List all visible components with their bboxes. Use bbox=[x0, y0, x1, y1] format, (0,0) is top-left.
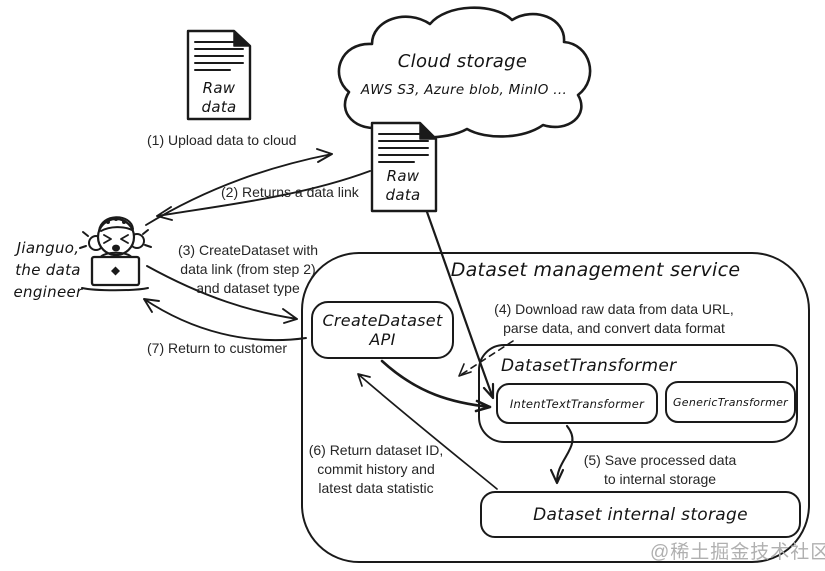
step6-label: (6) Return dataset ID, commit history an… bbox=[299, 441, 453, 497]
raw-data-cloud-label: Raw data bbox=[374, 167, 432, 205]
step4-line2: parse data, and convert data format bbox=[503, 319, 725, 336]
dataset-management-service-container bbox=[301, 252, 810, 563]
step3-line1: (3) CreateDataset with bbox=[177, 242, 319, 258]
actor-name-line3: engineer bbox=[13, 282, 83, 301]
cloud-subtitle: AWS S3, Azure blob, MinIO ... bbox=[360, 82, 568, 98]
raw-data-local-line2: data bbox=[201, 97, 237, 116]
actor-name-line2: the data bbox=[15, 260, 81, 279]
step4-line1: (4) Download raw data from data URL, bbox=[494, 301, 734, 317]
raw-data-cloud-line2: data bbox=[385, 185, 421, 204]
create-dataset-api-label-line2: API bbox=[369, 330, 396, 349]
create-dataset-api-box: CreateDataset API bbox=[311, 301, 454, 359]
step3-line2: data link (from step 2) bbox=[180, 260, 316, 277]
step6-line3: latest data statistic bbox=[318, 479, 434, 496]
watermark: @稀土掘金技术社区 bbox=[650, 542, 825, 563]
intent-text-transformer-box: IntentTextTransformer bbox=[496, 383, 658, 424]
arrow-return-to-customer bbox=[143, 298, 307, 341]
step6-line1: (6) Return dataset ID, bbox=[308, 442, 444, 458]
cloud-title: Cloud storage bbox=[397, 51, 528, 72]
step3-line3: and dataset type bbox=[196, 279, 300, 296]
dataset-transformer-title: DatasetTransformer bbox=[501, 356, 677, 376]
actor-name-line1: Jianguo, bbox=[16, 239, 80, 257]
step5-line2: to internal storage bbox=[603, 470, 717, 487]
dataset-internal-storage-box: Dataset internal storage bbox=[480, 491, 801, 538]
dataset-internal-storage-label: Dataset internal storage bbox=[533, 504, 748, 525]
step4-label: (4) Download raw data from data URL, par… bbox=[486, 300, 742, 338]
service-title: Dataset management service bbox=[450, 259, 741, 281]
actor-name-label: Jianguo, the data engineer bbox=[2, 238, 94, 303]
step7-label: (7) Return to customer bbox=[147, 340, 288, 356]
step3-label: (3) CreateDataset with data link (from s… bbox=[168, 241, 328, 297]
step5-label: (5) Save processed data to internal stor… bbox=[575, 451, 745, 489]
step6-line2: commit history and bbox=[317, 460, 435, 477]
step5-line1: (5) Save processed data bbox=[583, 452, 737, 468]
step1-label: (1) Upload data to cloud bbox=[147, 132, 297, 148]
create-dataset-api-label-line1: CreateDataset bbox=[322, 311, 443, 330]
generic-transformer-label: GenericTransformer bbox=[672, 395, 789, 409]
step2-label: (2) Returns a data link bbox=[221, 184, 359, 200]
raw-data-cloud-line1: Raw bbox=[386, 167, 420, 185]
intent-text-transformer-label: IntentTextTransformer bbox=[509, 396, 645, 411]
generic-transformer-box: GenericTransformer bbox=[665, 381, 796, 423]
raw-data-local-line1: Raw bbox=[202, 79, 236, 97]
raw-data-local-label: Raw data bbox=[190, 79, 248, 117]
